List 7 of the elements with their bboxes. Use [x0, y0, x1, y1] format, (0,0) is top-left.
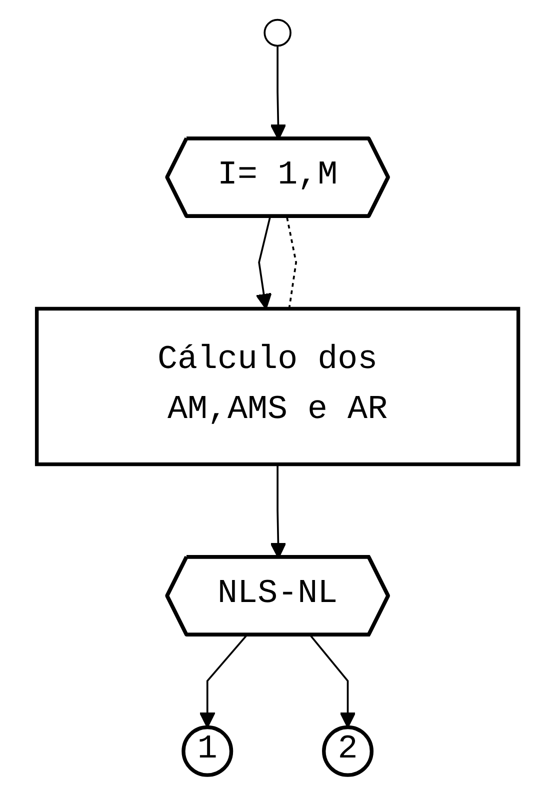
node-circle — [182, 725, 234, 777]
node-box — [34, 306, 520, 466]
connector — [286, 216, 297, 309]
arrow — [199, 635, 248, 728]
node-circle — [322, 725, 374, 777]
arrow — [310, 635, 356, 728]
arrow — [256, 216, 272, 310]
